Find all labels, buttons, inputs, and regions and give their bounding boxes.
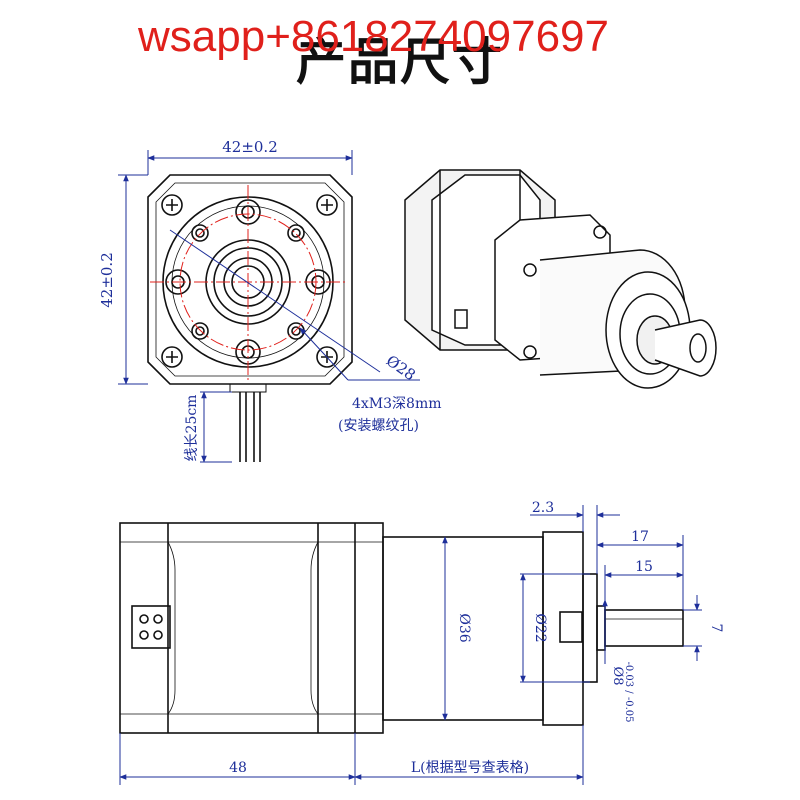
output-shaft [604, 609, 684, 647]
gearbox-length-label: L(根据型号查表格) [411, 760, 529, 776]
shaft-tolerance-label: -0.03 / -0.05 [623, 661, 634, 722]
dim-17-label: 17 [631, 529, 649, 545]
side-view [119, 522, 684, 734]
flange-thickness-label: 2.3 [532, 500, 554, 516]
m3-holes [191, 224, 305, 340]
wire-leads [229, 383, 267, 462]
boss-diameter-label: Ø22 [532, 613, 548, 642]
flat-dim-label: 7 [708, 624, 724, 633]
front-flange-outline [147, 174, 353, 385]
connector [131, 605, 171, 649]
dim-15-label: 15 [635, 559, 653, 575]
wire-length-label: 线长25cm [184, 395, 200, 462]
gearbox-end [542, 531, 584, 726]
page-title: 产品尺寸 [296, 33, 504, 91]
hole-note: 4xM3深8mm [352, 396, 442, 412]
front-dimensions [118, 150, 420, 463]
motor-length-label: 48 [229, 760, 247, 776]
motor-body [119, 522, 384, 734]
gearbox-diameter-label: Ø36 [456, 613, 472, 642]
isometric-view [404, 169, 717, 389]
front-width-label: 42±0.2 [222, 138, 278, 156]
watermark: wsapp+8618274097697 [138, 12, 610, 61]
corner-screws [161, 194, 338, 368]
front-height-label: 42±0.2 [98, 252, 116, 308]
shaft-diameter-label: Ø8 [610, 667, 625, 686]
front-view [147, 174, 353, 462]
side-dimensions [119, 505, 702, 785]
hole-note-sub: (安装螺纹孔) [338, 418, 419, 434]
circle-diameter-label: Ø28 [383, 352, 419, 385]
